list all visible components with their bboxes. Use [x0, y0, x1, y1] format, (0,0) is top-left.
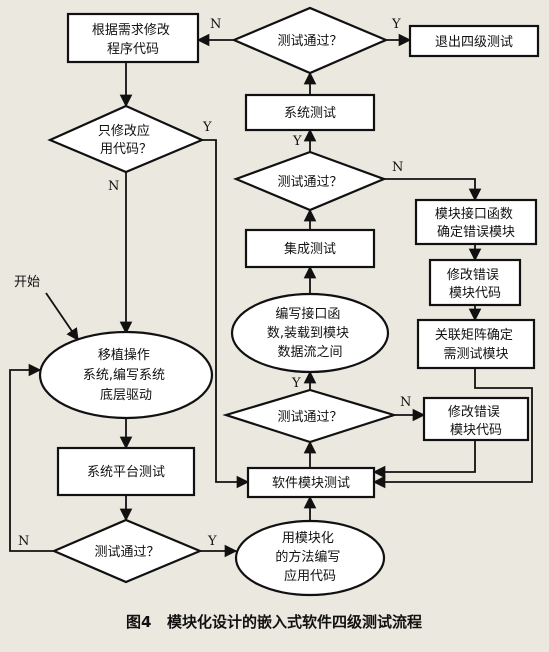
decision-top-diamond	[231, 6, 389, 75]
exit-label: 退出四级测试	[435, 35, 513, 50]
decision-apponly-label: 只修改应 用代码？	[98, 123, 154, 157]
fix-module-1-box	[428, 258, 522, 307]
edge-platdecision-to-portos	[9, 363, 54, 552]
app-n-label: N	[108, 179, 119, 194]
matrix-label: 关联矩阵确定 需测试模块	[435, 328, 517, 362]
edge-fix2-to-moduletest	[372, 440, 476, 479]
fix-module-1-label: 修改错误 模块代码	[447, 268, 503, 301]
system-test-label: 系统测试	[284, 106, 336, 121]
fix-module-2-label: 修改错误 模块代码	[448, 405, 504, 438]
decision-integ-label: 测试通过？	[277, 175, 342, 190]
decision-module-diamond	[222, 388, 398, 444]
decision-platform-label: 测试通过？	[94, 545, 159, 560]
fix-module-2-box	[422, 396, 530, 442]
connectors	[9, 33, 533, 558]
edge-apponly-to-moduletest	[202, 139, 250, 489]
edge-start-to-portos	[45, 292, 79, 342]
port-os-label: 移植操作 系统,编写系统 底层驱动	[83, 347, 169, 403]
modify-code-label: 根据需求修改 程序代码	[92, 23, 174, 57]
shapes	[38, 6, 540, 597]
plat-y-label: Y	[207, 534, 217, 549]
module-iface-box	[414, 198, 538, 246]
system-test-box	[244, 93, 376, 132]
decision-top-label: 测试通过？	[277, 34, 342, 49]
edge-integ-to-iface	[384, 178, 482, 202]
plat-n-label: N	[18, 534, 29, 549]
exit-box	[408, 24, 540, 58]
edge-matrix-to-moduletest	[372, 368, 533, 489]
module-iface-label: 模块接口函数 确定错误模块	[435, 206, 517, 240]
integ-y-label: Y	[292, 134, 302, 149]
port-os-ellipse	[38, 330, 214, 420]
top-y-label: Y	[391, 17, 401, 32]
integration-test-box	[244, 228, 376, 269]
decision-apponly-diamond	[47, 104, 205, 174]
module-test-box	[246, 466, 376, 499]
module-n-label: N	[400, 395, 411, 410]
app-y-label: Y	[202, 120, 212, 135]
integration-test-label: 集成测试	[284, 241, 336, 257]
integ-n-label: N	[392, 160, 403, 175]
modify-code-box	[66, 12, 200, 64]
top-n-label: N	[210, 17, 221, 32]
module-y-label: Y	[291, 376, 301, 391]
node-labels: 根据需求修改 程序代码 测试通过？ 退出四级测试 系统测试 只修改应 用代码？ …	[14, 23, 517, 584]
decision-integ-diamond	[232, 150, 388, 212]
write-iface-ellipse	[230, 292, 390, 374]
decision-platform-diamond	[51, 518, 203, 584]
edge-labels: N Y Y N Y N Y N N Y	[18, 17, 411, 549]
platform-test-label: 系统平台测试	[87, 465, 165, 480]
start-label: 开始	[14, 275, 40, 290]
platform-test-box	[56, 446, 196, 497]
figure-caption: 图4 模块化设计的嵌入式软件四级测试流程	[126, 613, 422, 631]
module-test-label: 软件模块测试	[272, 476, 350, 491]
write-iface-label: 编写接口函 数,装载到模块 数据流之间	[267, 306, 353, 360]
decision-module-label: 测试通过？	[277, 410, 342, 425]
write-app-ellipse	[234, 519, 386, 597]
matrix-box	[416, 318, 536, 370]
write-app-label: 用模块化 的方法编写 应用代码	[275, 531, 344, 584]
